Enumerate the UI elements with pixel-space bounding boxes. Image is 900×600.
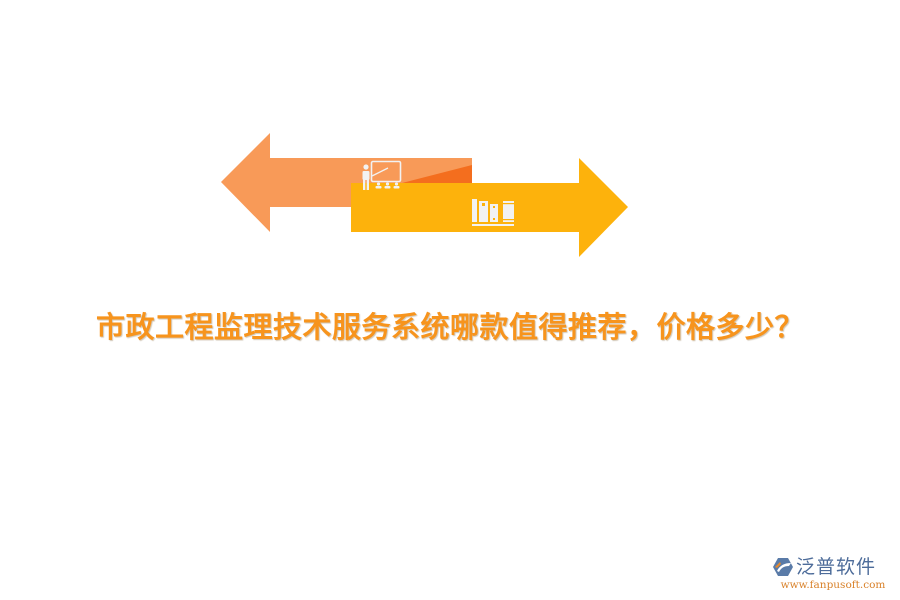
brand-url: www.fanpusoft.com (780, 579, 886, 591)
teacher-presentation-icon (362, 160, 402, 190)
right-arrow (351, 158, 628, 257)
brand-logo: 泛普软件 www.fanpusoft.com (770, 554, 896, 596)
fanpu-logo-icon (773, 558, 793, 576)
bookshelf-icon (472, 199, 514, 226)
brand-name: 泛普软件 (796, 556, 877, 578)
left-arrow (221, 133, 472, 232)
page-headline: 市政工程监理技术服务系统哪款值得推荐，价格多少？ (95, 310, 804, 344)
